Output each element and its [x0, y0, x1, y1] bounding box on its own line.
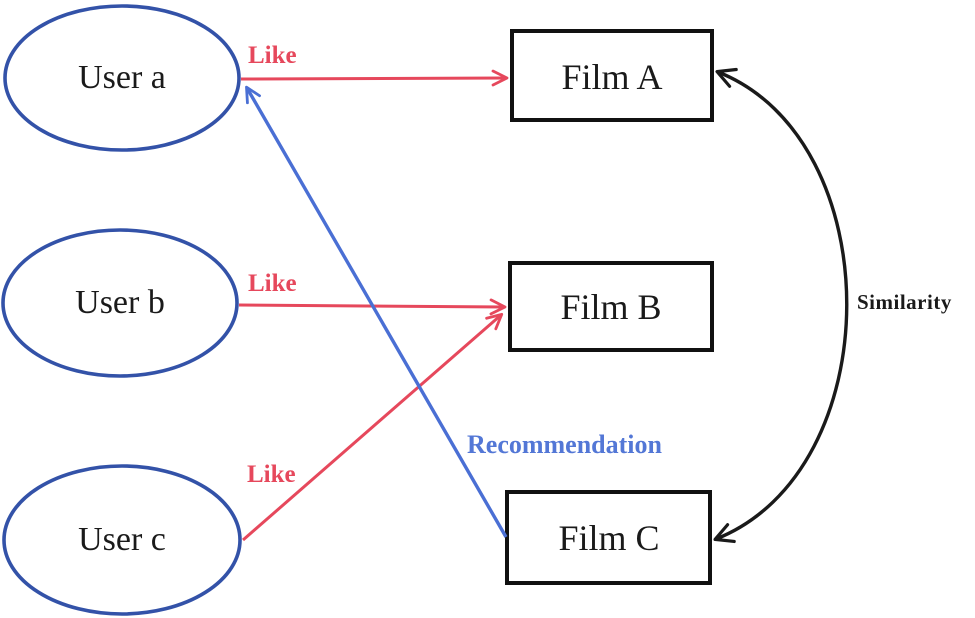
- user-b-node: [1, 228, 239, 378]
- film-b-node: [508, 261, 714, 352]
- like-edge-label-1: Like: [248, 42, 297, 69]
- film-a-node: [510, 29, 714, 122]
- similarity-edge-label: Similarity: [857, 290, 952, 314]
- user-c-node: [2, 464, 242, 616]
- user-a-node: [3, 4, 241, 152]
- recommendation-edge-filmc-usera: [245, 85, 508, 538]
- like-edge-userc-filmb: [242, 312, 504, 542]
- user-c-label: User c: [78, 521, 166, 558]
- like-edge-label-2: Like: [248, 270, 297, 297]
- film-b-label: Film B: [560, 287, 662, 327]
- recommendation-edge-label: Recommendation: [467, 430, 662, 459]
- user-a-label: User a: [78, 59, 166, 96]
- like-edge-label-3: Like: [247, 461, 296, 488]
- user-b-label: User b: [75, 284, 165, 321]
- film-a-label: Film A: [561, 57, 663, 97]
- similarity-edge: [713, 67, 849, 544]
- like-edge-usera-filma: [240, 69, 509, 87]
- film-c-node: [505, 490, 712, 585]
- film-c-label: Film C: [558, 518, 660, 558]
